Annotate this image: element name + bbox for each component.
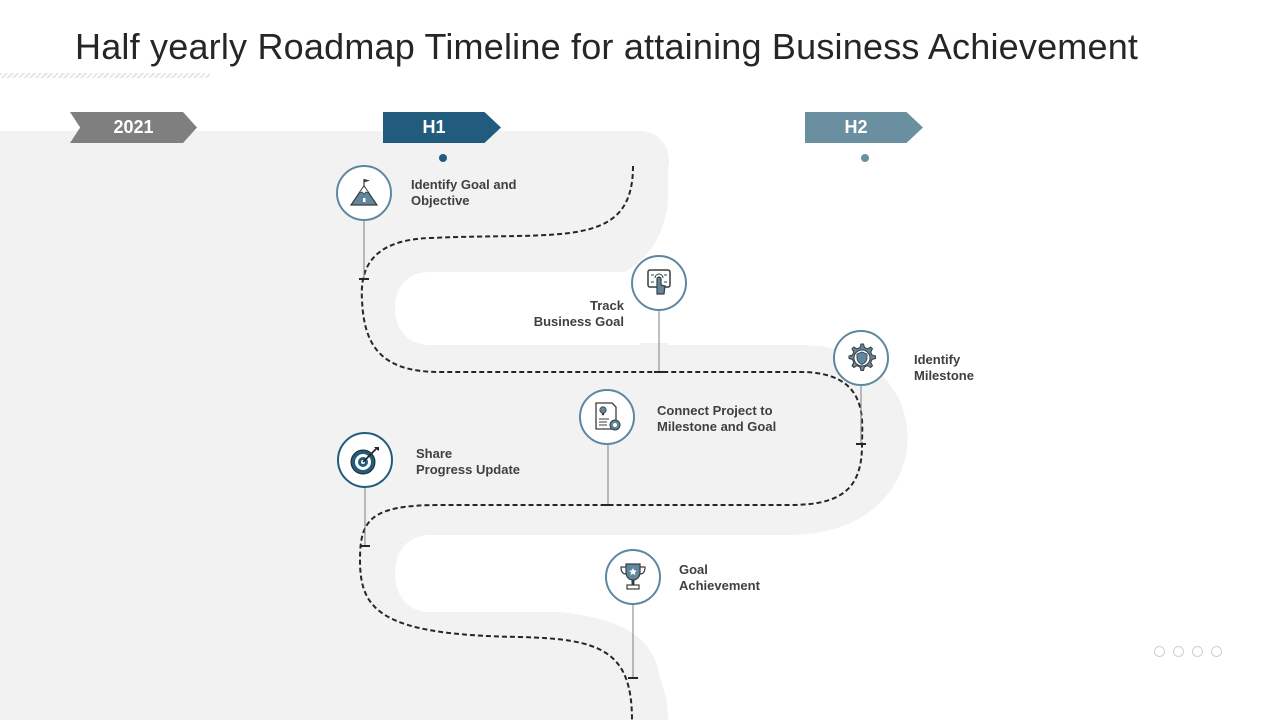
h2-marker-dot [861,154,869,162]
gear-shield-icon [848,343,876,371]
trophy-icon [620,563,646,590]
pager-dot [1173,646,1184,657]
document-gear-icon [595,402,621,431]
page-title: Half yearly Roadmap Timeline for attaini… [75,26,1139,67]
step-5-icon-circle [337,432,393,488]
step-5-label: Share Progress Update [416,446,521,477]
step-6-icon-circle [605,549,661,605]
mountain-flag-icon [349,179,379,206]
step-1-label: Identify Goal and Objective [411,177,517,208]
step-6-label: Goal Achievement [679,562,760,593]
slide-pager [1154,646,1222,657]
pager-dot [1211,646,1222,657]
pager-dot [1154,646,1165,657]
h1-marker-dot [439,154,447,162]
step-4-icon-circle [579,389,635,445]
title-underline [0,73,210,78]
touch-screen-icon [647,269,671,295]
target-icon [350,447,379,475]
h2-tag: H2 [805,112,923,143]
step-4-label: Connect Project to Milestone and Goal [657,403,777,434]
step-2-icon-circle [631,255,687,311]
step-1-icon-circle [336,165,392,221]
year-tag: 2021 [70,112,197,143]
step-3-icon-circle [833,330,889,386]
h1-tag: H1 [383,112,501,143]
pager-dot [1192,646,1203,657]
step-3-label: Identify Milestone [914,352,974,383]
step-2-label: Track Business Goal [533,298,624,329]
